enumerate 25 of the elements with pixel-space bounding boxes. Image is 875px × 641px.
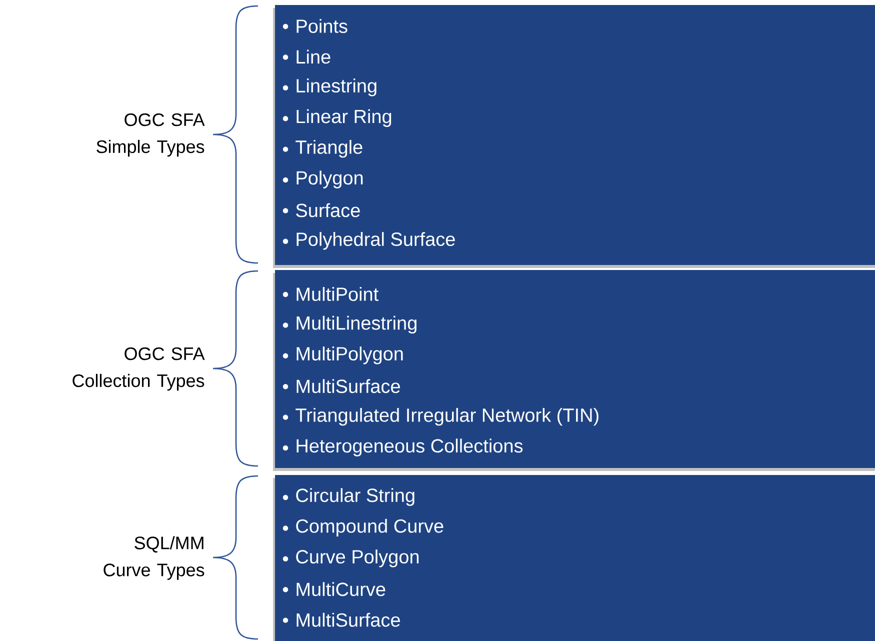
group-label: OGC SFA Simple Types — [96, 113, 205, 157]
list-item: MultiSurface — [296, 379, 400, 394]
list-box — [273, 270, 875, 471]
list-item: Linear Ring — [296, 109, 392, 127]
list-item: Circular String — [296, 488, 414, 506]
list-item: MultiPolygon — [296, 346, 403, 364]
list-item: Polyhedral Surface — [296, 232, 455, 250]
list-item: MultiSurface — [296, 612, 400, 627]
list-box — [273, 5, 875, 268]
list-item: Compound Curve — [296, 518, 444, 537]
list-item: Line — [296, 50, 330, 64]
list-box — [273, 475, 875, 641]
list-item: MultiPoint — [296, 287, 378, 301]
list-item: Polygon — [296, 170, 363, 188]
group-label: OGC SFA Collection Types — [72, 347, 205, 391]
list-item: Triangle — [296, 140, 362, 158]
list-item: Points — [296, 19, 348, 33]
list-item: Linestring — [296, 78, 376, 96]
list-item: Surface — [296, 203, 360, 218]
list-item: Triangulated Irregular Network (TIN) — [296, 408, 598, 426]
list-item: Heterogeneous Collections — [296, 438, 523, 456]
list-item: MultiCurve — [296, 582, 386, 596]
list-item: MultiLinestring — [296, 316, 416, 334]
list-item: Curve Polygon — [296, 550, 419, 568]
group-label: SQL/MM Curve Types — [104, 536, 204, 580]
